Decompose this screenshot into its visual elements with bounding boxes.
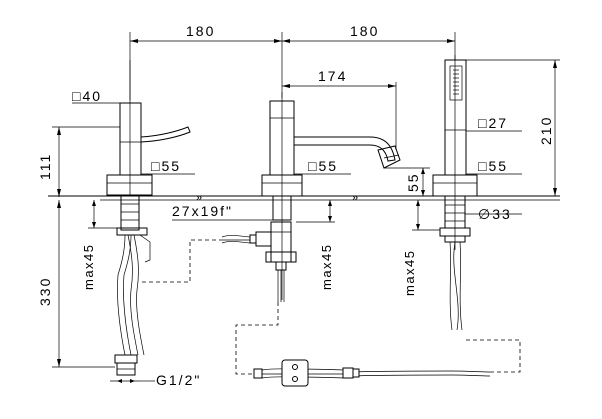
dim-max-middle: max45 (319, 243, 334, 290)
dim-mixer-square-top: □40 (72, 88, 102, 104)
hand-shower: □27 □55 (432, 55, 522, 250)
dim-spout-base-square: □55 (308, 158, 338, 174)
dim-g12: G1/2" (110, 372, 201, 388)
spout-underside: 27x19f" (172, 195, 297, 302)
svg-text:»: » (196, 192, 202, 204)
dim-inlet-thread: G1/2" (156, 372, 201, 388)
dashed-connection-mixer (142, 239, 222, 283)
dim-d33: ∅33 (465, 206, 522, 222)
dim-shower-handle-square: □27 (478, 115, 508, 131)
dim-shower-base-square: □55 (478, 158, 508, 174)
dim-width-left: 180 (186, 23, 215, 39)
dim-max45-right: max45 (402, 200, 440, 296)
dim-111: 111 (37, 126, 120, 197)
dim-210: 210 (466, 59, 560, 196)
mixer-underside (114, 195, 151, 376)
dim-height-spout-outlet: 55 (405, 172, 421, 192)
svg-text:»: » (352, 192, 358, 204)
dim-shower-diameter: ∅33 (478, 206, 512, 222)
dim-330: 330 (37, 200, 115, 368)
dim-max-right: max45 (402, 249, 417, 296)
shower-hose-bottom (253, 359, 491, 387)
dim-height-mixer: 111 (37, 153, 53, 180)
spout-body: □55 (261, 92, 401, 300)
shower-underside (439, 195, 471, 331)
dim-total-height: 330 (37, 277, 53, 306)
dim-thread-connector: 27x19f" (172, 203, 233, 219)
hose-weight (281, 359, 309, 387)
shower-nozzle-dots (453, 69, 459, 95)
dashed-loop-right (235, 302, 521, 375)
deck-line: » » (48, 192, 560, 204)
dim-spout-reach: 174 (318, 68, 347, 84)
dim-width-right: 180 (350, 23, 379, 39)
top-dimensions: 180 180 174 (129, 23, 456, 150)
dim-max45-center: max45 (296, 200, 335, 290)
dim-height-shower: 210 (538, 116, 554, 145)
mixer-body: □40 □55 (72, 60, 195, 196)
dim-max-left: max45 (81, 243, 96, 290)
dim-55-height: 55 (384, 167, 430, 196)
dim-mixer-base-square: □55 (151, 158, 181, 174)
dim-max45-left: max45 (81, 200, 117, 290)
